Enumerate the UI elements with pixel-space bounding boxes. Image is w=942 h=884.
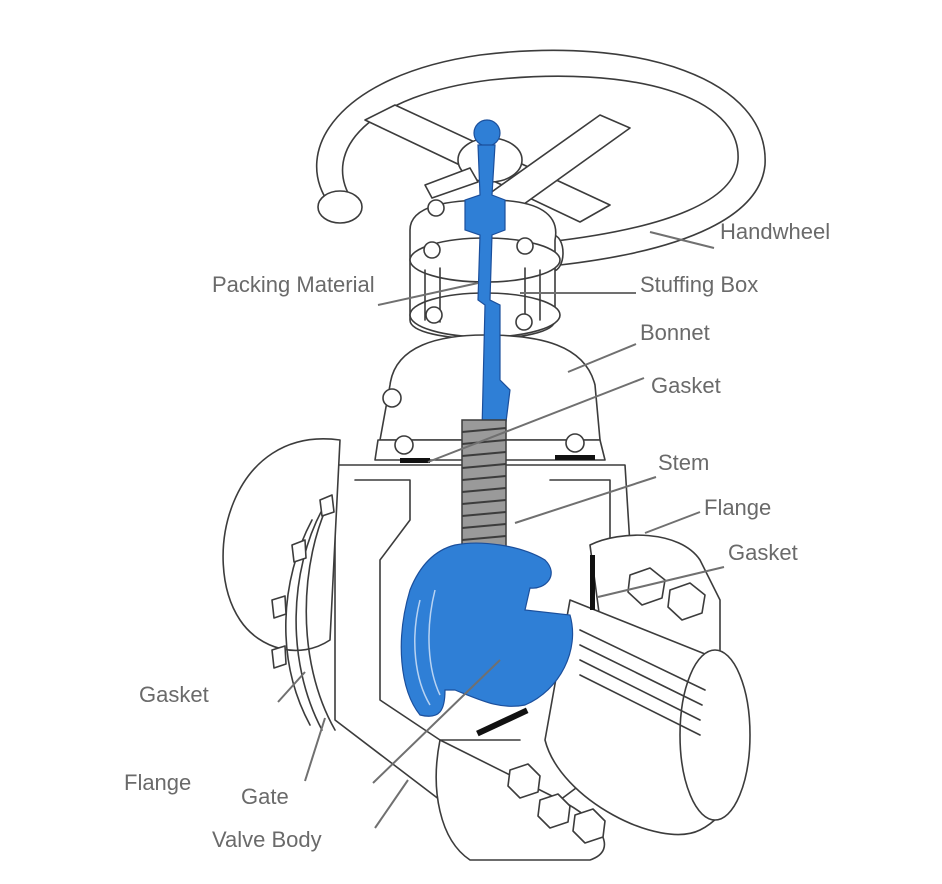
label-gate: Gate [241,784,289,809]
gate-part [400,542,574,717]
label-bonnet: Bonnet [640,320,710,345]
label-gasket-bonnet: Gasket [651,373,721,398]
label-packing-material: Packing Material [212,272,375,297]
label-gasket-left: Gasket [139,682,209,707]
leader-lines [277,231,725,829]
label-handwheel: Handwheel [720,219,831,244]
label-flange-right: Flange [704,495,772,520]
label-stem: Stem [658,450,710,475]
label-valve-body: Valve Body [212,827,322,852]
label-gasket-right: Gasket [728,540,798,565]
label-flange-left: Flange [124,770,192,795]
label-stuffing-box: Stuffing Box [640,272,759,297]
stem-part [461,119,511,561]
